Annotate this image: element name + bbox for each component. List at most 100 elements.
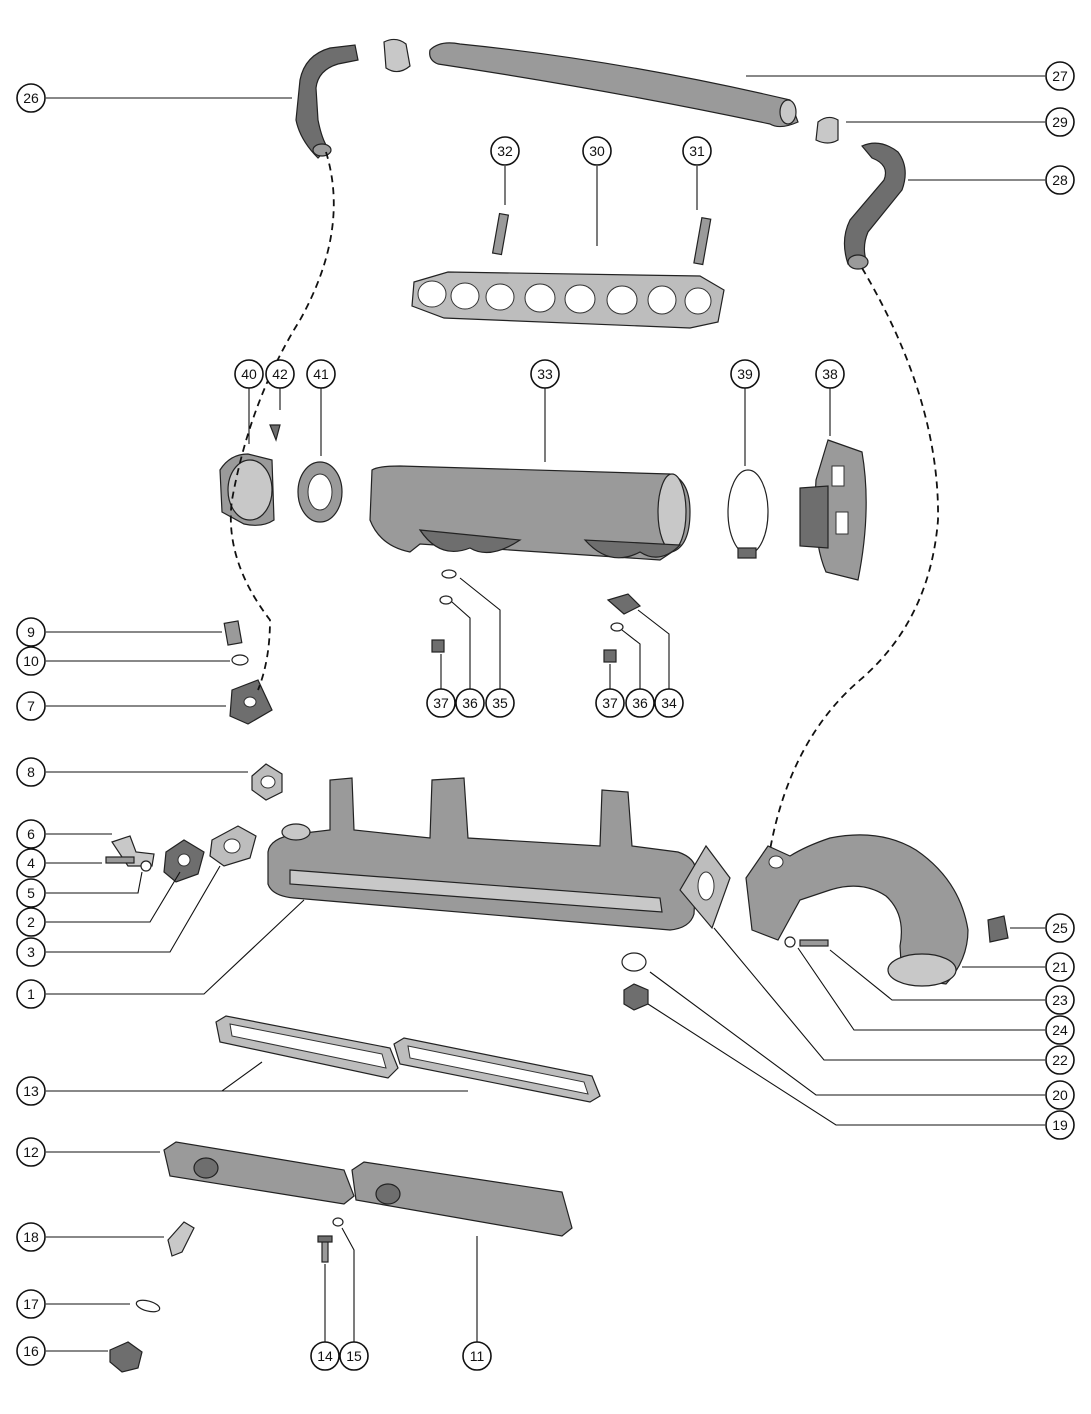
svg-text:26: 26 [23,90,39,106]
callout-4: 4 [16,848,46,878]
callout-16: 16 [16,1336,46,1366]
part-6-elbow-fitting [111,835,155,867]
svg-text:10: 10 [23,653,39,669]
callout-9: 9 [16,617,46,647]
svg-text:29: 29 [1052,114,1068,130]
callout-23: 23 [1045,985,1075,1015]
callout-2: 2 [16,907,46,937]
part-36-washer-left [439,595,453,605]
callout-15: 15 [339,1341,369,1371]
svg-text:7: 7 [27,698,35,714]
svg-text:18: 18 [23,1229,39,1245]
callout-1: 1 [16,979,46,1009]
svg-text:38: 38 [822,366,838,382]
svg-text:25: 25 [1052,920,1068,936]
svg-text:41: 41 [313,366,329,382]
part-25-pipe-plug [987,915,1009,943]
svg-text:5: 5 [27,885,35,901]
svg-text:1: 1 [27,986,35,1002]
svg-text:12: 12 [23,1144,39,1160]
callout-29: 29 [1045,107,1075,137]
callout-37-right: 37 [595,688,625,718]
part-11-side-cover [351,1161,573,1237]
svg-text:33: 33 [537,366,553,382]
svg-text:13: 13 [23,1083,39,1099]
callout-34: 34 [654,688,684,718]
part-41-gasket-ring [297,461,343,523]
callout-40: 40 [234,359,264,389]
part-12-side-cover [163,1141,355,1205]
part-16-drain-plug [109,1341,143,1373]
callout-35: 35 [485,688,515,718]
part-35-washer [441,569,457,579]
part-40-end-cap [219,453,275,526]
svg-text:31: 31 [689,143,705,159]
svg-text:32: 32 [497,143,513,159]
callout-30: 30 [582,136,612,166]
part-10-washer [231,654,249,666]
part-2-block-plate [163,839,205,883]
part-21-exhaust-elbow [745,834,969,987]
part-37-nut-left [431,639,445,653]
part-3-gasket [209,825,257,867]
part-39-clamp-band [727,469,769,559]
svg-text:4: 4 [27,855,35,871]
callout-13: 13 [16,1076,46,1106]
part-9-fitting [223,620,243,646]
callout-3: 3 [16,937,46,967]
part-32-stud [491,212,510,256]
part-31-stud [693,216,712,266]
callout-31: 31 [682,136,712,166]
callout-22: 22 [1045,1045,1075,1075]
part-19-nut [623,983,649,1011]
callout-38: 38 [815,359,845,389]
part-8-gasket [251,763,283,801]
part-14-screw [317,1235,333,1263]
svg-text:36: 36 [632,695,648,711]
callout-11: 11 [462,1341,492,1371]
part-1-exhaust-manifold [267,777,697,931]
callout-18: 18 [16,1222,46,1252]
callout-37-left: 37 [426,688,456,718]
svg-text:24: 24 [1052,1022,1068,1038]
svg-text:27: 27 [1052,68,1068,84]
part-24-washer [784,936,796,948]
svg-text:9: 9 [27,624,35,640]
callout-27: 27 [1045,61,1075,91]
part-17-o-ring [135,1299,161,1313]
svg-text:15: 15 [346,1348,362,1364]
part-15-washer [332,1217,344,1227]
callout-42: 42 [265,359,295,389]
callout-24: 24 [1045,1015,1075,1045]
part-27-long-hose [429,42,799,128]
svg-text:8: 8 [27,764,35,780]
callout-10: 10 [16,646,46,676]
svg-text:30: 30 [589,143,605,159]
svg-text:14: 14 [317,1348,333,1364]
part-4-bolt [105,856,135,864]
svg-text:16: 16 [23,1343,39,1359]
callout-8: 8 [16,757,46,787]
callout-20: 20 [1045,1080,1075,1110]
svg-text:34: 34 [661,695,677,711]
callout-36-right: 36 [625,688,655,718]
svg-text:35: 35 [492,695,508,711]
part-42-screw [269,424,281,442]
part-28-hose-right [843,142,906,270]
hose-route-right [769,267,939,851]
callouts: 26 27 29 28 32 30 31 40 42 41 33 39 38 9… [16,61,1075,1371]
svg-text:3: 3 [27,944,35,960]
svg-text:21: 21 [1052,959,1068,975]
part-30-manifold-gasket [411,271,725,329]
part-18-anode [167,1221,195,1257]
svg-text:22: 22 [1052,1052,1068,1068]
callout-36-left: 36 [455,688,485,718]
hose-route-left [229,151,335,691]
svg-text:36: 36 [462,695,478,711]
part-clamp-top-left [383,38,411,73]
part-34-plate [606,593,642,615]
part-23-bolt [799,939,829,947]
callout-19: 19 [1045,1110,1075,1140]
part-22-elbow-gasket [679,844,731,930]
